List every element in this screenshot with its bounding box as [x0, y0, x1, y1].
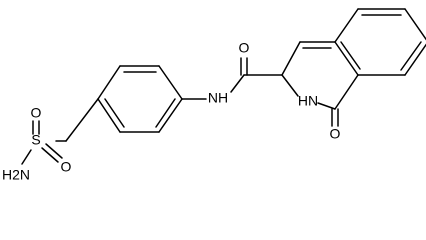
sulfur-label: S [31, 132, 40, 148]
lactam-oxygen-label: O [330, 126, 341, 142]
sulfonamide-nh2-label: H2N [2, 167, 30, 183]
bond [404, 43, 426, 76]
bond [317, 102, 336, 110]
bond [230, 74, 245, 93]
sulfonyl-oxygen-top-label: O [31, 105, 42, 121]
bond [65, 98, 99, 142]
bond-double-b [45, 143, 63, 159]
bond [334, 8, 359, 43]
structure-canvas: O NH HN O S O O H2N [2, 8, 426, 183]
amide-nh-label: NH [208, 90, 228, 106]
carbonyl-oxygen-label: O [239, 40, 250, 56]
sulfonyl-oxygen-right-label: O [61, 159, 72, 175]
bond [281, 74, 299, 97]
bond-inner [155, 98, 176, 128]
sulfonamide-group [21, 98, 99, 165]
bond-double-a [41, 147, 59, 163]
bond-inner [400, 41, 422, 71]
bond [334, 41, 359, 76]
bond [21, 149, 32, 165]
molecule-drawing: O NH HN O S O O H2N [2, 8, 426, 183]
lactam-ring [281, 41, 359, 127]
benzo-ring [334, 8, 426, 76]
ring-nh-label: HN [298, 93, 318, 109]
phenylene-ring [97, 65, 183, 133]
bond-inner [104, 98, 125, 128]
bond [97, 65, 121, 100]
bond [404, 8, 426, 41]
bond [158, 65, 183, 100]
bond-inner [340, 41, 361, 70]
bond [158, 98, 183, 133]
amide-linker [181, 57, 283, 100]
bond [334, 74, 359, 110]
bond [281, 41, 301, 76]
bond [97, 98, 121, 133]
